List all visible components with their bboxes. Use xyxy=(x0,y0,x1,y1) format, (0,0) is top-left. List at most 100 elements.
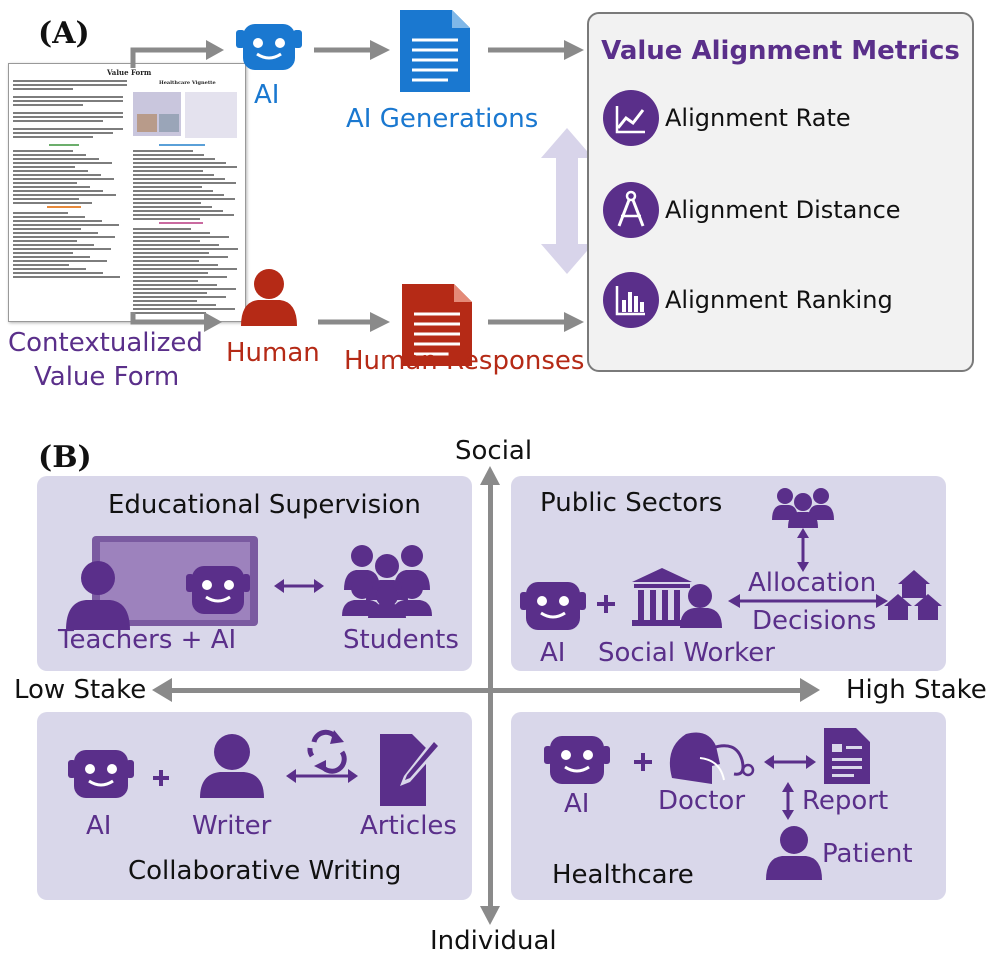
human-label: Human xyxy=(226,338,320,368)
form-text-line xyxy=(13,198,79,200)
axis-label-social: Social xyxy=(455,436,533,466)
form-text-line xyxy=(13,260,107,262)
form-text-line xyxy=(13,120,103,122)
form-text-line xyxy=(133,154,204,156)
form-text-line xyxy=(13,220,102,222)
form-text-line xyxy=(13,244,94,246)
horizontal-axis xyxy=(168,688,804,693)
alignment-ranking-label: Alignment Ranking xyxy=(665,286,893,314)
human-to-responses-arrowhead xyxy=(370,312,390,332)
vertical-axis-bottom-arrowhead xyxy=(480,906,500,925)
form-text-line xyxy=(133,280,198,282)
public-ai-label: AI xyxy=(540,638,566,668)
form-text-line xyxy=(13,128,123,130)
ai-to-generations-arrowhead xyxy=(370,40,390,60)
axis-label-individual: Individual xyxy=(430,926,557,956)
students-group-icon xyxy=(342,545,432,618)
form-text-line xyxy=(133,276,227,278)
article-edit-icon xyxy=(380,734,440,806)
ai-robot-icon xyxy=(236,24,302,70)
form-text-line xyxy=(13,194,116,196)
form-text-line xyxy=(133,166,237,168)
community-vertical-double-arrow xyxy=(797,528,809,572)
line-chart-icon xyxy=(603,90,659,146)
writer-person-icon xyxy=(200,734,264,798)
report-label: Report xyxy=(802,786,889,816)
form-text-line xyxy=(13,212,68,214)
form-text-line xyxy=(47,206,81,208)
form-text-line xyxy=(133,206,212,208)
form-text-line xyxy=(13,248,111,250)
refresh-cycle-arrowheads xyxy=(314,730,344,772)
houses-icon xyxy=(884,570,942,620)
form-text-line xyxy=(13,150,73,152)
allocation-double-arrow xyxy=(728,594,888,608)
articles-label: Articles xyxy=(360,811,457,841)
axis-label-high-stake: High Stake xyxy=(846,675,987,705)
form-text-line xyxy=(133,174,214,176)
writer-articles-double-arrow xyxy=(286,769,358,783)
form-text-line xyxy=(133,190,213,192)
vignette-photo xyxy=(137,114,157,132)
form-text-line xyxy=(13,182,77,184)
value-form-caption-line1: Contextualized xyxy=(8,328,203,358)
quadrant-public-sectors xyxy=(511,476,946,671)
form-text-line xyxy=(13,80,127,82)
form-text-line xyxy=(133,232,210,234)
writer-label: Writer xyxy=(192,811,272,841)
form-text-line xyxy=(133,300,197,302)
panel-b-label: (B) xyxy=(38,440,92,475)
social-worker-label: Social Worker xyxy=(598,638,775,668)
teacher-person-icon xyxy=(66,561,130,630)
social-worker-person-icon xyxy=(680,584,722,628)
form-text-line xyxy=(133,210,223,212)
teacher-student-double-arrow xyxy=(274,579,324,593)
form-text-line xyxy=(133,162,226,164)
form-text-line xyxy=(133,194,224,196)
vertical-axis-top-arrowhead xyxy=(480,466,500,485)
form-text-line xyxy=(133,256,228,258)
patient-label: Patient xyxy=(822,839,913,869)
form-text-line xyxy=(133,308,235,310)
form-text-line xyxy=(13,190,103,192)
form-text-line xyxy=(133,296,226,298)
form-text-line xyxy=(133,288,236,290)
vignette-photo xyxy=(159,114,179,132)
educational-supervision-title: Educational Supervision xyxy=(108,490,421,520)
vertical-axis xyxy=(488,482,493,910)
form-text-line xyxy=(13,216,85,218)
form-text-line xyxy=(13,178,114,180)
form-text-line xyxy=(13,224,119,226)
form-text-line xyxy=(133,178,225,180)
form-text-line xyxy=(133,186,202,188)
human-person-icon xyxy=(241,269,297,326)
form-text-line xyxy=(13,136,93,138)
form-text-line xyxy=(13,116,123,118)
form-text-line xyxy=(133,252,209,254)
form-to-human-arrow xyxy=(130,312,206,325)
public-plus-sign xyxy=(597,595,615,613)
form-text-line xyxy=(133,150,193,152)
students-label: Students xyxy=(343,625,459,655)
writing-ai-label: AI xyxy=(86,811,112,841)
form-text-line xyxy=(13,174,101,176)
form-text-line xyxy=(13,104,83,106)
ai-label: AI xyxy=(254,80,280,110)
form-text-line xyxy=(13,240,77,242)
doctor-report-double-arrow xyxy=(764,755,816,769)
form-text-line xyxy=(133,170,203,172)
form-text-line xyxy=(133,202,201,204)
teachers-ai-label: Teachers + AI xyxy=(58,625,237,655)
health-ai-label: AI xyxy=(564,789,590,819)
compass-icon xyxy=(603,182,659,238)
form-text-line xyxy=(13,132,113,134)
metrics-title: Value Alignment Metrics xyxy=(601,36,960,66)
healthcare-title: Healthcare xyxy=(552,860,694,890)
form-text-line xyxy=(13,252,73,254)
value-alignment-metrics-box: Value Alignment Metrics Alignment Rate A… xyxy=(587,12,974,372)
form-text-line xyxy=(13,100,123,102)
generations-to-metrics-arrowhead xyxy=(564,40,584,60)
form-text-line xyxy=(13,170,88,172)
